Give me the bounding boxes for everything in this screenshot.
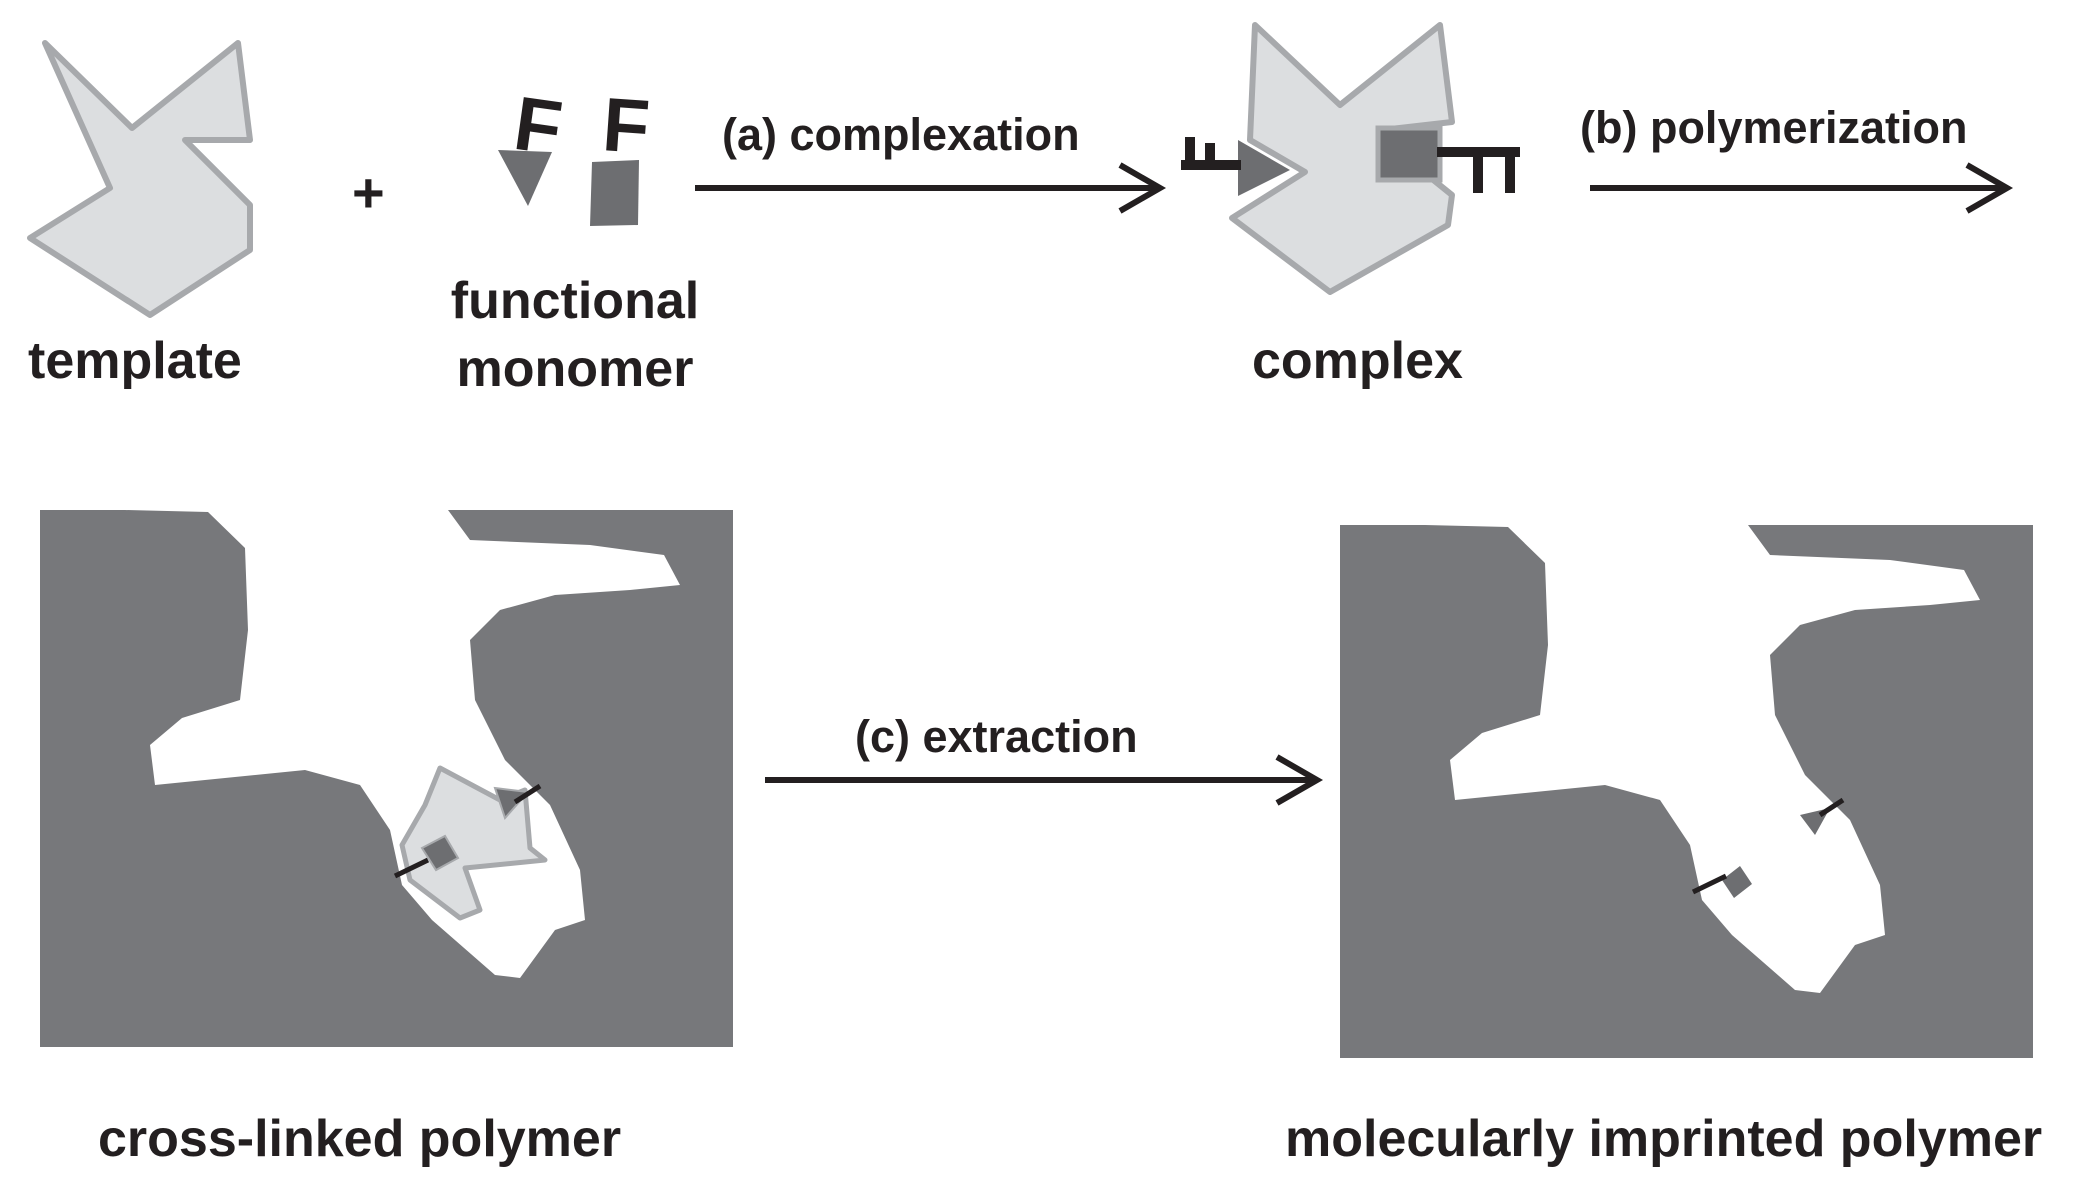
step-a-label: (a) complexation: [722, 109, 1080, 160]
cross-linked-polymer-label: cross-linked polymer: [98, 1110, 622, 1168]
monomer-square-shape: [590, 160, 639, 226]
functional-monomer-label-line1: functional: [450, 272, 700, 330]
functional-monomer-triangle: F: [498, 81, 567, 206]
complex-template: [1229, 22, 1455, 295]
arrow-complexation: [695, 162, 1167, 214]
functional-monomer-label: functional monomer: [440, 268, 710, 403]
monomer-triangle-shape: [498, 150, 552, 206]
complex-monomer-triangle: [1238, 140, 1290, 196]
cross-linked-polymer-block: [40, 510, 733, 1047]
step-b-label: (b) polymerization: [1580, 102, 1968, 153]
captured-monomer-triangle: [493, 786, 531, 820]
imprinted-site-square: [1722, 866, 1752, 898]
cavity-right: [1425, 525, 1980, 993]
captured-monomer-square: [420, 834, 460, 872]
functional-monomer-square: F: [590, 82, 652, 226]
template-label: template: [28, 332, 242, 390]
imprinted-linker-left: [1691, 873, 1728, 895]
complex-label: complex: [1252, 332, 1463, 390]
complex-f-right: [1437, 147, 1520, 193]
imprinted-polymer-block: [1340, 525, 2033, 1058]
template-shape: [27, 40, 253, 318]
complex-f-left: [1181, 137, 1241, 170]
imprinted-linker-right: [1818, 797, 1845, 818]
molecularly-imprinted-polymer-label: molecularly imprinted polymer: [1285, 1110, 2043, 1168]
plus-sign: +: [352, 161, 385, 224]
step-c-label: (c) extraction: [855, 711, 1138, 762]
complex-shape: [1181, 22, 1520, 295]
arrow-extraction: [765, 754, 1324, 806]
arrow-polymerization: [1590, 162, 2014, 214]
linker-right: [513, 783, 542, 805]
functional-monomer-label-line2: monomer: [456, 339, 694, 398]
complex-monomer-square: [1375, 125, 1443, 183]
linker-left: [393, 857, 430, 879]
functional-group-f-2: F: [600, 82, 652, 170]
